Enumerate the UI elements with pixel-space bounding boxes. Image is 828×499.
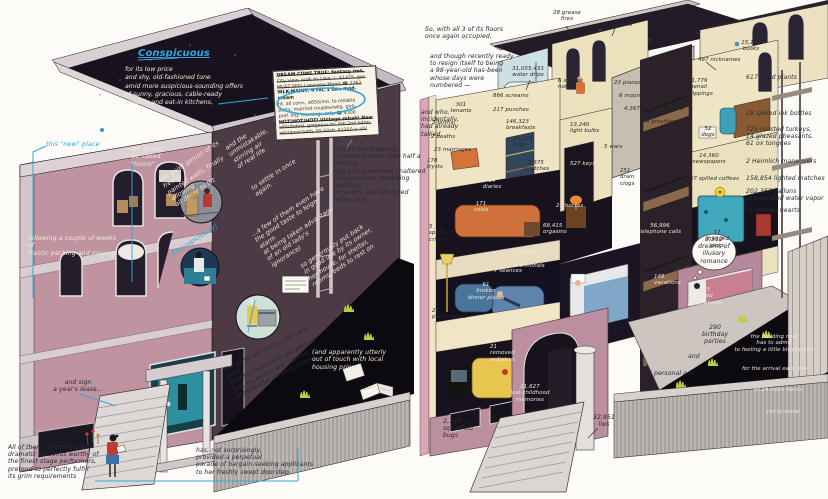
orange-sofa xyxy=(454,204,541,238)
vignette-old-lady xyxy=(235,294,281,340)
floor-lamp xyxy=(439,253,455,265)
leader-lines-right xyxy=(455,25,717,439)
vignette-window-night xyxy=(180,247,220,287)
stoop-stairs-right xyxy=(469,401,585,493)
rear-porch xyxy=(315,135,334,299)
arched-window xyxy=(59,161,186,297)
left-building xyxy=(19,7,414,493)
right-yard xyxy=(614,294,828,402)
stoop-stairs xyxy=(81,383,171,491)
kneeling-figure xyxy=(576,76,585,94)
newspaper-icon xyxy=(116,444,126,454)
yellow-armchair xyxy=(471,357,517,399)
speech-sign xyxy=(281,275,310,294)
basement-window xyxy=(37,422,95,459)
bird-icon xyxy=(100,128,104,132)
leader-lines-left xyxy=(32,57,353,482)
flowers xyxy=(85,429,100,445)
right-building xyxy=(419,0,828,493)
bird-icon xyxy=(734,41,740,47)
fence xyxy=(213,399,411,493)
scattered-papers xyxy=(342,362,394,401)
thought-bubble xyxy=(691,233,737,280)
fire-escape xyxy=(772,62,812,298)
woman-figure xyxy=(106,434,126,477)
vignette-moving-in xyxy=(179,180,223,224)
